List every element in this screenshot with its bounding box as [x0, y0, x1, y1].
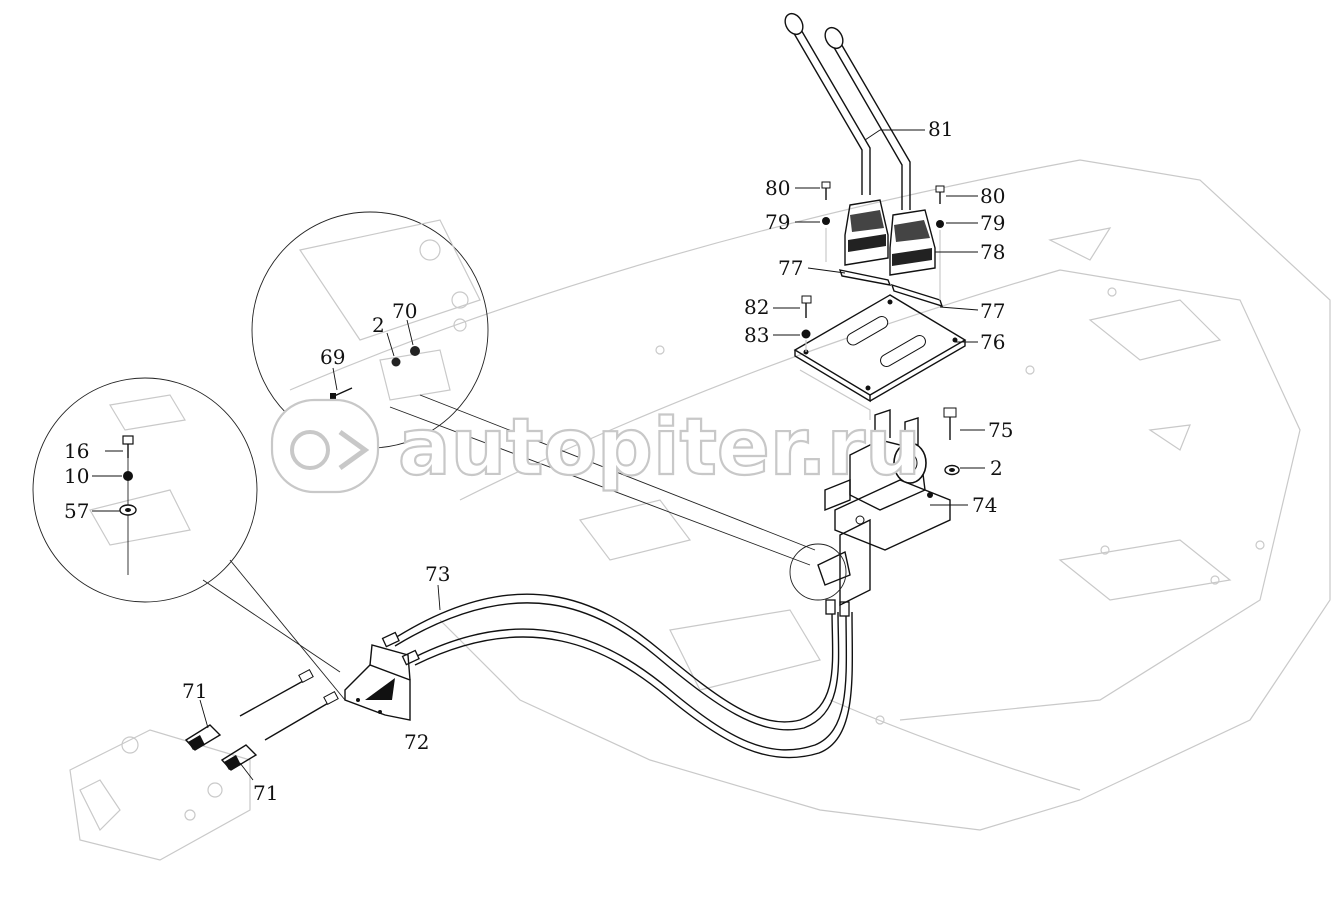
callout-2-left: 2: [372, 313, 385, 337]
callout-77-right: 77: [980, 299, 1005, 323]
bolt-16-icon: [122, 435, 134, 458]
detail-leader-lines: [202, 394, 816, 701]
bolt-69-icon: [330, 387, 353, 399]
watermark-logo-icon: [270, 398, 380, 494]
bolt-82-icon: [801, 295, 812, 318]
callout-16: 16: [64, 439, 89, 463]
control-levers-81-icon: [784, 12, 911, 210]
callout-78: 78: [980, 240, 1005, 264]
watermark: autopiter.ru: [270, 398, 922, 494]
callout-83: 83: [744, 323, 769, 347]
lever-boot-right-icon: [889, 209, 936, 276]
mounting-plate-76-icon: [793, 294, 967, 420]
lever-boot-left-icon: [844, 199, 889, 266]
callout-10: 10: [64, 464, 89, 488]
callout-labels: 81 80 79 80 79 78 77 77 82 83 76 75 2 74…: [64, 117, 1013, 805]
hydraulic-hoses: [381, 593, 854, 759]
callout-75: 75: [988, 418, 1013, 442]
pilot-valve-74-icon: [817, 409, 951, 607]
washer-83-icon: [801, 329, 811, 339]
cable-end-lower-icon: [220, 690, 339, 771]
bolt-75-icon: [943, 407, 957, 440]
washer-79-right-icon: [936, 220, 944, 228]
callout-80-left: 80: [765, 176, 790, 200]
valve-detail-circle: [789, 543, 847, 601]
callout-81: 81: [928, 117, 953, 141]
callout-76: 76: [980, 330, 1005, 354]
gasket-77-left-icon: [838, 269, 892, 286]
callout-71-lower: 71: [253, 781, 278, 805]
platform-outline: [289, 159, 1331, 831]
bracket-72-icon: [344, 644, 411, 721]
callout-79-left: 79: [765, 210, 790, 234]
nut-70-icon: [410, 346, 420, 356]
callout-73: 73: [425, 562, 450, 586]
callout-74: 74: [972, 493, 997, 517]
callout-2-right: 2: [990, 456, 1003, 480]
callout-70: 70: [392, 299, 417, 323]
callout-71-upper: 71: [182, 679, 207, 703]
callout-leaders: [92, 129, 985, 781]
detail-circle-left: [32, 377, 258, 603]
washer-2-right-icon: [944, 464, 960, 476]
callout-57: 57: [64, 499, 89, 523]
watermark-text: autopiter.ru: [398, 403, 921, 493]
washer-2-icon: [391, 357, 401, 367]
washer-57-icon: [119, 504, 137, 516]
lock-washer-10-icon: [123, 471, 133, 481]
callout-80-right: 80: [980, 184, 1005, 208]
callout-72: 72: [404, 730, 429, 754]
bolt-80-left-icon: [821, 181, 831, 200]
valve-block: [69, 729, 251, 861]
callout-79-right: 79: [980, 211, 1005, 235]
callout-82: 82: [744, 295, 769, 319]
bolt-80-right-icon: [935, 185, 945, 204]
gasket-77-right-icon: [890, 283, 944, 308]
cable-end-upper-icon: [184, 668, 314, 751]
washer-79-left-icon: [822, 217, 830, 225]
callout-77-left: 77: [778, 256, 803, 280]
callout-69: 69: [320, 345, 345, 369]
